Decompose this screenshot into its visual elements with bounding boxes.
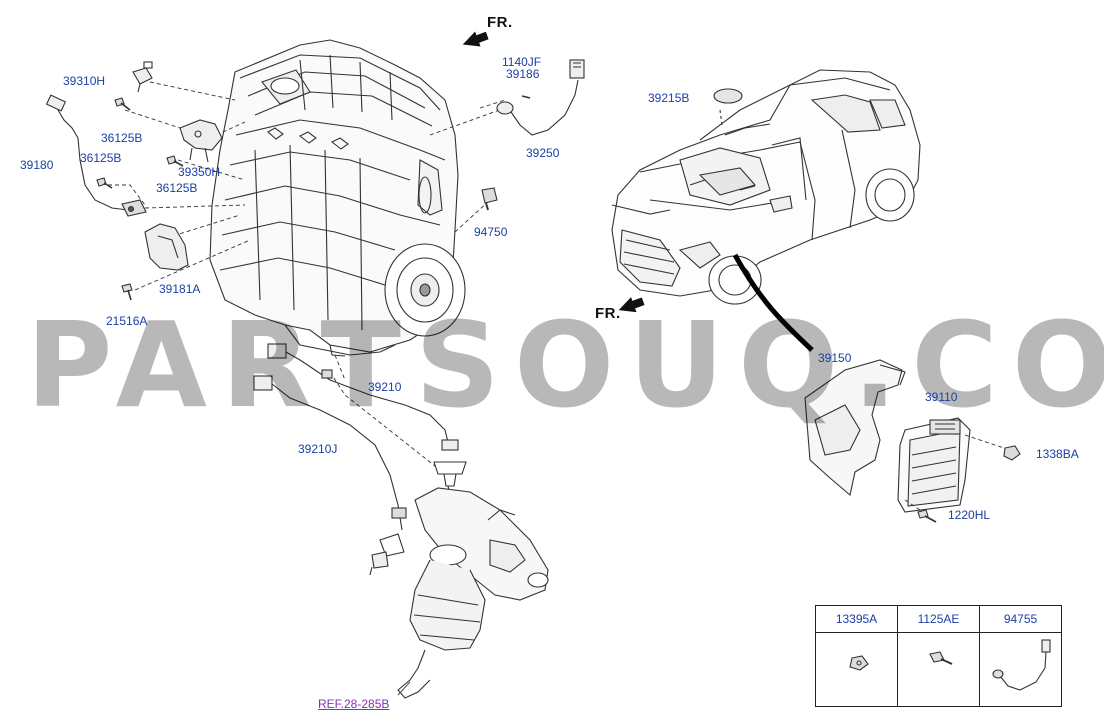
exhaust-manifold-catalyst (397, 487, 549, 699)
ref-link[interactable]: REF.28-285B (318, 697, 390, 711)
callout-39350h[interactable]: 39350H (178, 165, 221, 179)
fr-label-bottom: FR. (595, 305, 621, 322)
cap-39215b (713, 88, 743, 104)
o2-sensor-39210j (253, 375, 407, 576)
o2-sensor-39210 (267, 343, 467, 496)
legend-bolt-1125ae-icon (929, 651, 953, 665)
bracket-39350h (179, 119, 223, 163)
legend-header-94755[interactable]: 94755 (980, 606, 1061, 633)
legend-header-1125ae[interactable]: 1125AE (898, 606, 979, 633)
cam-sensor-39310h (132, 61, 153, 93)
callout-94750[interactable]: 94750 (474, 225, 508, 239)
knock-sensor-39250 (496, 59, 585, 136)
callout-36125b-c[interactable]: 36125B (156, 181, 198, 195)
callout-39181a[interactable]: 39181A (159, 282, 201, 296)
oil-pressure-switch-94750 (481, 187, 498, 211)
fr-arrow-icon-top (462, 31, 489, 47)
bolt-1220hl (917, 509, 937, 523)
ecu-39110 (897, 417, 971, 513)
engine-block (209, 39, 466, 357)
vehicle-illustration (611, 69, 921, 305)
callout-39210[interactable]: 39210 (368, 380, 402, 394)
legend-table: 13395A 1125AE 94755 (815, 605, 1062, 707)
callout-1338ba[interactable]: 1338BA (1036, 447, 1079, 461)
legend-nut-13395a-icon (849, 655, 869, 671)
callout-21516a[interactable]: 21516A (106, 314, 148, 328)
callout-39215b[interactable]: 39215B (648, 91, 690, 105)
callout-39180[interactable]: 39180 (20, 158, 54, 172)
leader-lines-engine (108, 81, 506, 471)
legend-col-94755: 94755 (980, 606, 1061, 706)
bolt-36125b-c (166, 155, 184, 167)
callout-36125b-b[interactable]: 36125B (80, 151, 122, 165)
ecu-bracket-39150 (804, 359, 906, 497)
bolt-21516a (121, 283, 133, 301)
legend-sensor-94755-icon (992, 639, 1051, 691)
fr-arrow-icon-bottom (618, 297, 645, 313)
leader-lines-ecu (904, 434, 1011, 511)
callout-39310h[interactable]: 39310H (63, 74, 106, 88)
nut-1338ba (1003, 445, 1021, 461)
legend-col-1125ae: 1125AE (898, 606, 980, 706)
callout-39250[interactable]: 39250 (526, 146, 560, 160)
bolt-36125b-a (114, 97, 131, 111)
legend-col-13395a: 13395A (816, 606, 898, 706)
callout-39186[interactable]: 39186 (506, 67, 540, 81)
callout-1140jf[interactable]: 1140JF (502, 55, 542, 69)
fr-label-top: FR. (487, 14, 513, 31)
callout-39110[interactable]: 39110 (925, 390, 958, 404)
callout-39150[interactable]: 39150 (818, 351, 852, 365)
crank-sensor-39180 (45, 94, 147, 217)
heat-shield-39181a (144, 223, 189, 271)
location-arrow (732, 253, 814, 352)
callout-39210j[interactable]: 39210J (298, 442, 338, 456)
callout-1220hl[interactable]: 1220HL (948, 508, 991, 522)
legend-header-13395a[interactable]: 13395A (816, 606, 897, 633)
callout-36125b-a[interactable]: 36125B (101, 131, 143, 145)
bolt-36125b-b (96, 177, 113, 189)
watermark: PARTSOUQ.COM (26, 296, 1104, 434)
